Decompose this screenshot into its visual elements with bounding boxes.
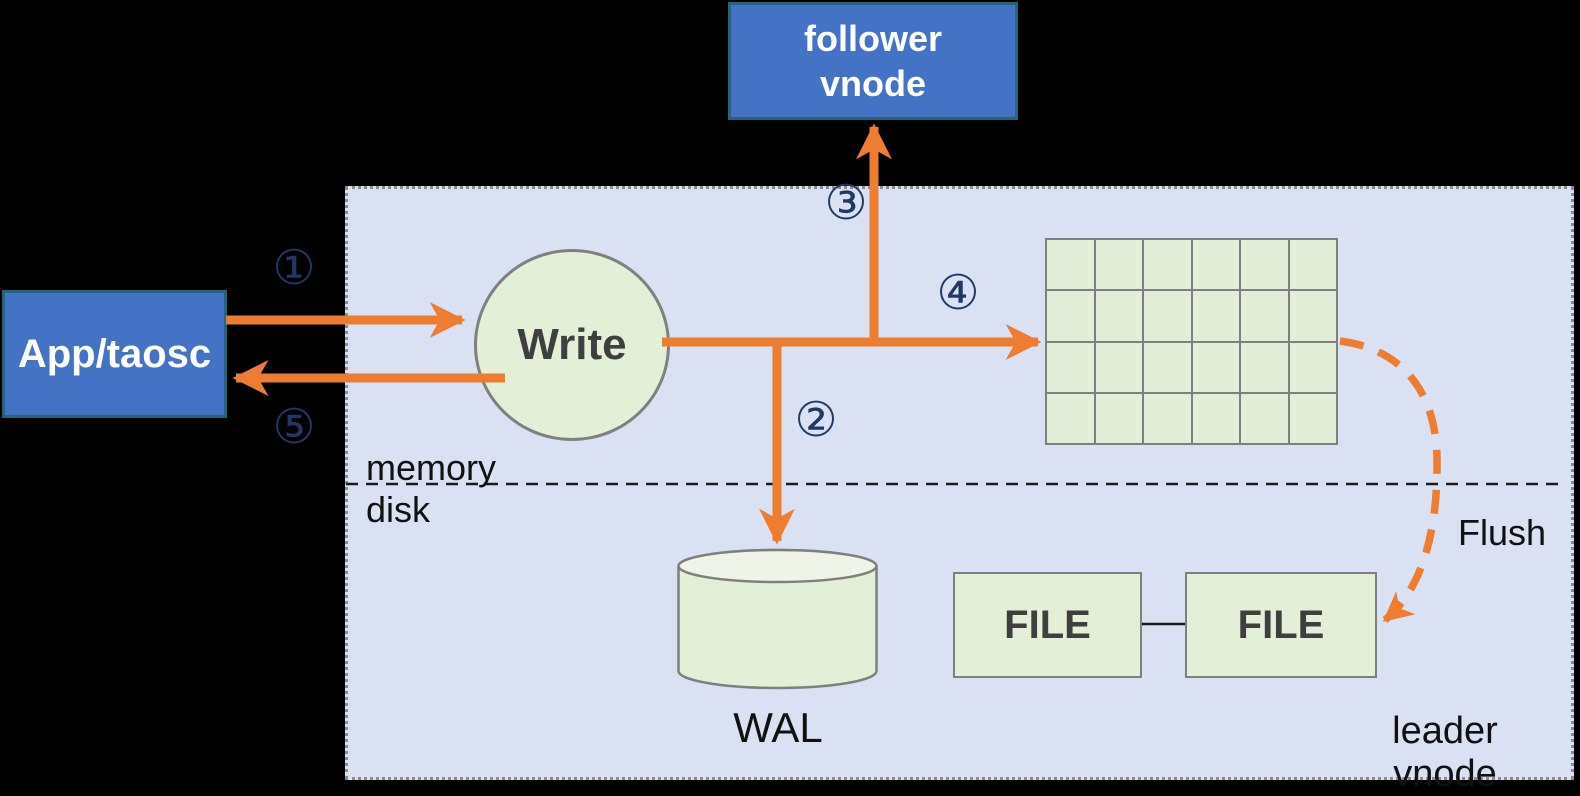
grid-cell — [1289, 240, 1336, 290]
grid-cell — [1095, 342, 1142, 392]
grid-cell — [1192, 342, 1239, 392]
grid-cell — [1047, 393, 1094, 443]
step-2-badge: ② — [794, 392, 838, 448]
grid-cell — [1241, 393, 1288, 443]
follower-vnode-node: follower vnode — [728, 2, 1018, 120]
grid-cell — [1289, 342, 1336, 392]
grid-cell — [1144, 240, 1191, 290]
grid-cell — [1144, 291, 1191, 341]
grid-cell — [1047, 342, 1094, 392]
grid-cell — [1095, 291, 1142, 341]
mem-table-grid — [1045, 238, 1338, 445]
grid-cell — [1095, 393, 1142, 443]
leader-vnode-label: leader vnode — [1392, 710, 1498, 795]
step-4-badge: ④ — [936, 265, 980, 321]
disk-label: disk — [366, 489, 431, 530]
grid-cell — [1047, 240, 1094, 290]
write-process-node: Write — [474, 249, 670, 441]
step-1-badge: ① — [272, 240, 316, 296]
app-taosc-node: App/taosc — [2, 290, 227, 418]
grid-cell — [1144, 393, 1191, 443]
file-box-right: FILE — [1185, 572, 1377, 678]
step-5-badge: ⑤ — [272, 399, 316, 455]
grid-cell — [1241, 342, 1288, 392]
step-3-badge: ③ — [824, 175, 868, 231]
grid-cell — [1192, 240, 1239, 290]
grid-cell — [1192, 393, 1239, 443]
grid-cell — [1192, 291, 1239, 341]
grid-cell — [1289, 291, 1336, 341]
grid-cell — [1241, 240, 1288, 290]
memory-label: memory — [366, 447, 497, 488]
grid-cell — [1144, 342, 1191, 392]
grid-cell — [1095, 240, 1142, 290]
flush-label: Flush — [1458, 512, 1547, 553]
wal-label: WAL — [733, 704, 823, 751]
grid-cell — [1241, 291, 1288, 341]
grid-cell — [1047, 291, 1094, 341]
file-box-left: FILE — [953, 572, 1142, 678]
grid-cell — [1289, 393, 1336, 443]
